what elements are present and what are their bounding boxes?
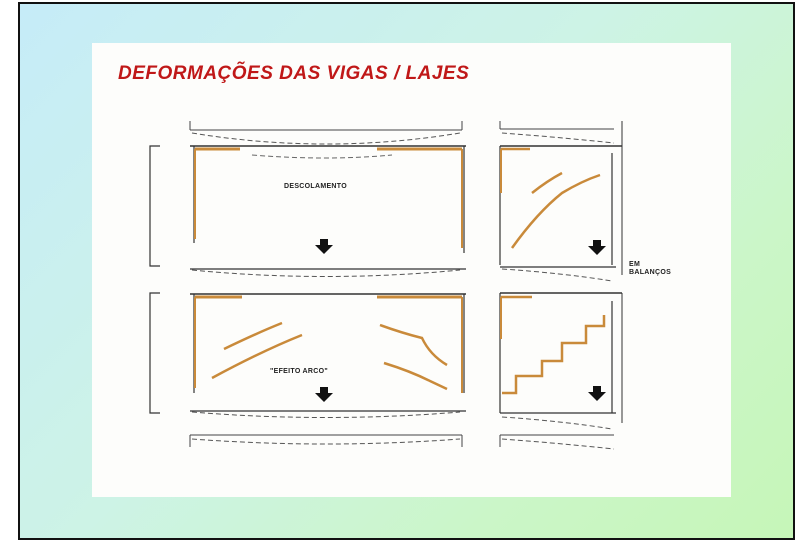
crack (531, 171, 563, 194)
label-cantilever-line1: EM (629, 261, 641, 268)
label-cantilever-line2: BALANÇOS (629, 269, 672, 276)
crack (502, 315, 606, 395)
down-arrow-icon (315, 387, 333, 402)
crack (383, 361, 448, 391)
crack (379, 323, 448, 367)
height-bracket-bottom (149, 292, 160, 414)
diagram-card: DEFORMAÇÕES DAS VIGAS / LAJES DESCOLAMEN… (92, 43, 731, 497)
structural-deformation-drawing (149, 121, 623, 450)
panel-cantilever-bottom (499, 292, 623, 430)
panel-arch-effect (190, 293, 466, 418)
diagram-title: DEFORMAÇÕES DAS VIGAS / LAJES (118, 63, 470, 84)
slab-top-right (499, 121, 615, 144)
height-bracket-top (149, 145, 160, 267)
panel-cantilever-top (499, 121, 623, 282)
slide: DEFORMAÇÕES DAS VIGAS / LAJES DESCOLAMEN… (18, 2, 795, 540)
crack (510, 173, 601, 249)
panel-detachment (190, 145, 466, 270)
down-arrow-icon (588, 240, 606, 255)
crack (223, 321, 283, 351)
slab-mid-left (191, 269, 461, 277)
slab-bottom-right (499, 434, 615, 450)
label-detachment: DESCOLAMENTO (284, 183, 347, 190)
crack (211, 333, 303, 380)
slab-top-left (189, 121, 463, 145)
slab-bottom-left (189, 434, 463, 447)
down-arrow-icon (588, 386, 606, 401)
label-arch-effect: "EFEITO ARCO" (270, 368, 328, 375)
down-arrow-icon (315, 239, 333, 254)
